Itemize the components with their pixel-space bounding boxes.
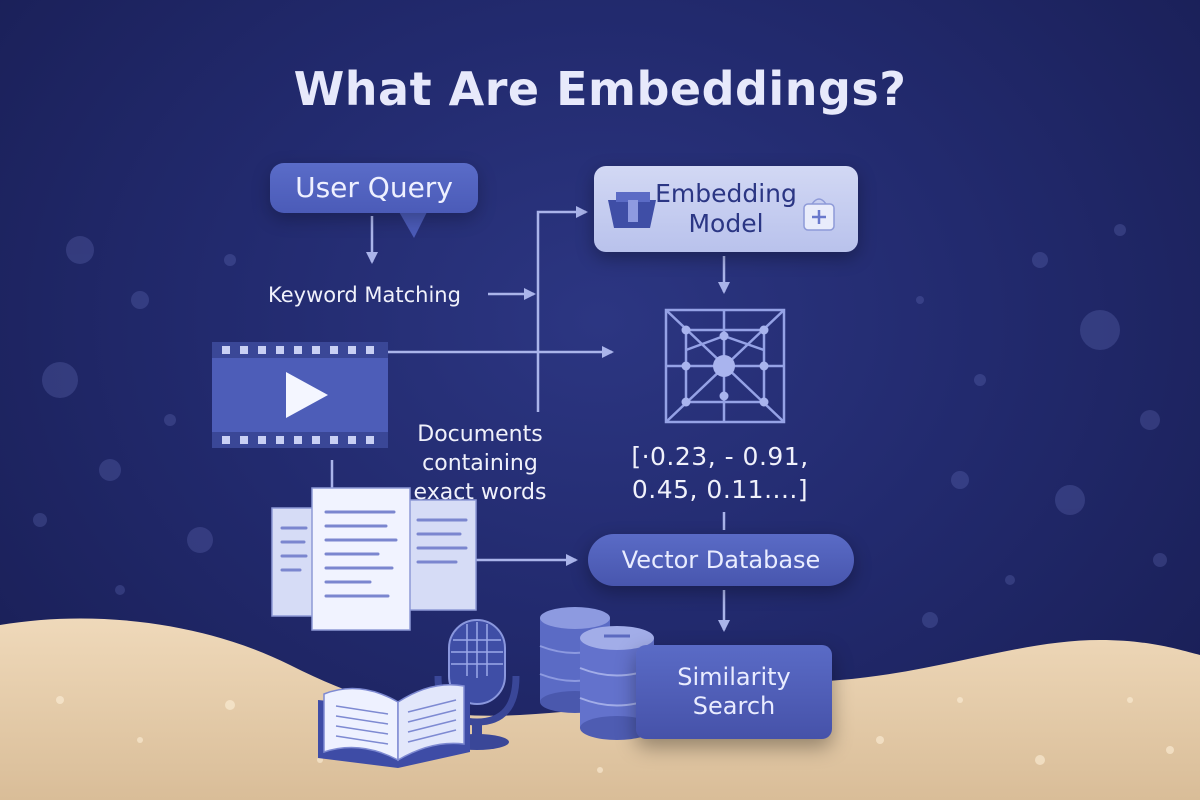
vector-database-label: Vector Database: [621, 545, 821, 574]
model-logo-icon: [608, 192, 656, 228]
arrow-branch-to-model: [536, 206, 588, 412]
medical-bag-icon: [803, 198, 835, 231]
vector-line1: [·0.23, - 0.91,: [631, 442, 809, 471]
documents-line1: Documents: [417, 422, 543, 447]
similarity-search-box: Similarity Search: [636, 645, 832, 739]
documents-line3: exact words: [413, 480, 547, 506]
embedding-model-line2: Model: [688, 209, 764, 238]
documents-line2: containing: [422, 451, 538, 477]
embedding-model-text: Embedding Model: [655, 179, 797, 239]
user-query-bubble: User Query: [270, 163, 478, 213]
similarity-line2: Search: [692, 692, 776, 720]
vector-values: [·0.23, - 0.91, 0.45, 0.11....]: [610, 440, 830, 506]
similarity-line1: Similarity: [677, 663, 791, 692]
documents-label: Documents containing exact words: [400, 420, 560, 507]
page-title: What Are Embeddings?: [293, 62, 907, 116]
sand-sparkles: [56, 696, 1174, 773]
user-query-label: User Query: [295, 171, 453, 205]
embedding-model-line1: Embedding: [655, 179, 797, 208]
vector-database-box: Vector Database: [588, 534, 854, 586]
keyword-matching-label: Keyword Matching: [268, 283, 461, 307]
bokeh-dots: [33, 224, 1167, 628]
similarity-search-text: Similarity Search: [677, 663, 790, 721]
vector-line2: 0.45, 0.11....]: [631, 475, 809, 504]
